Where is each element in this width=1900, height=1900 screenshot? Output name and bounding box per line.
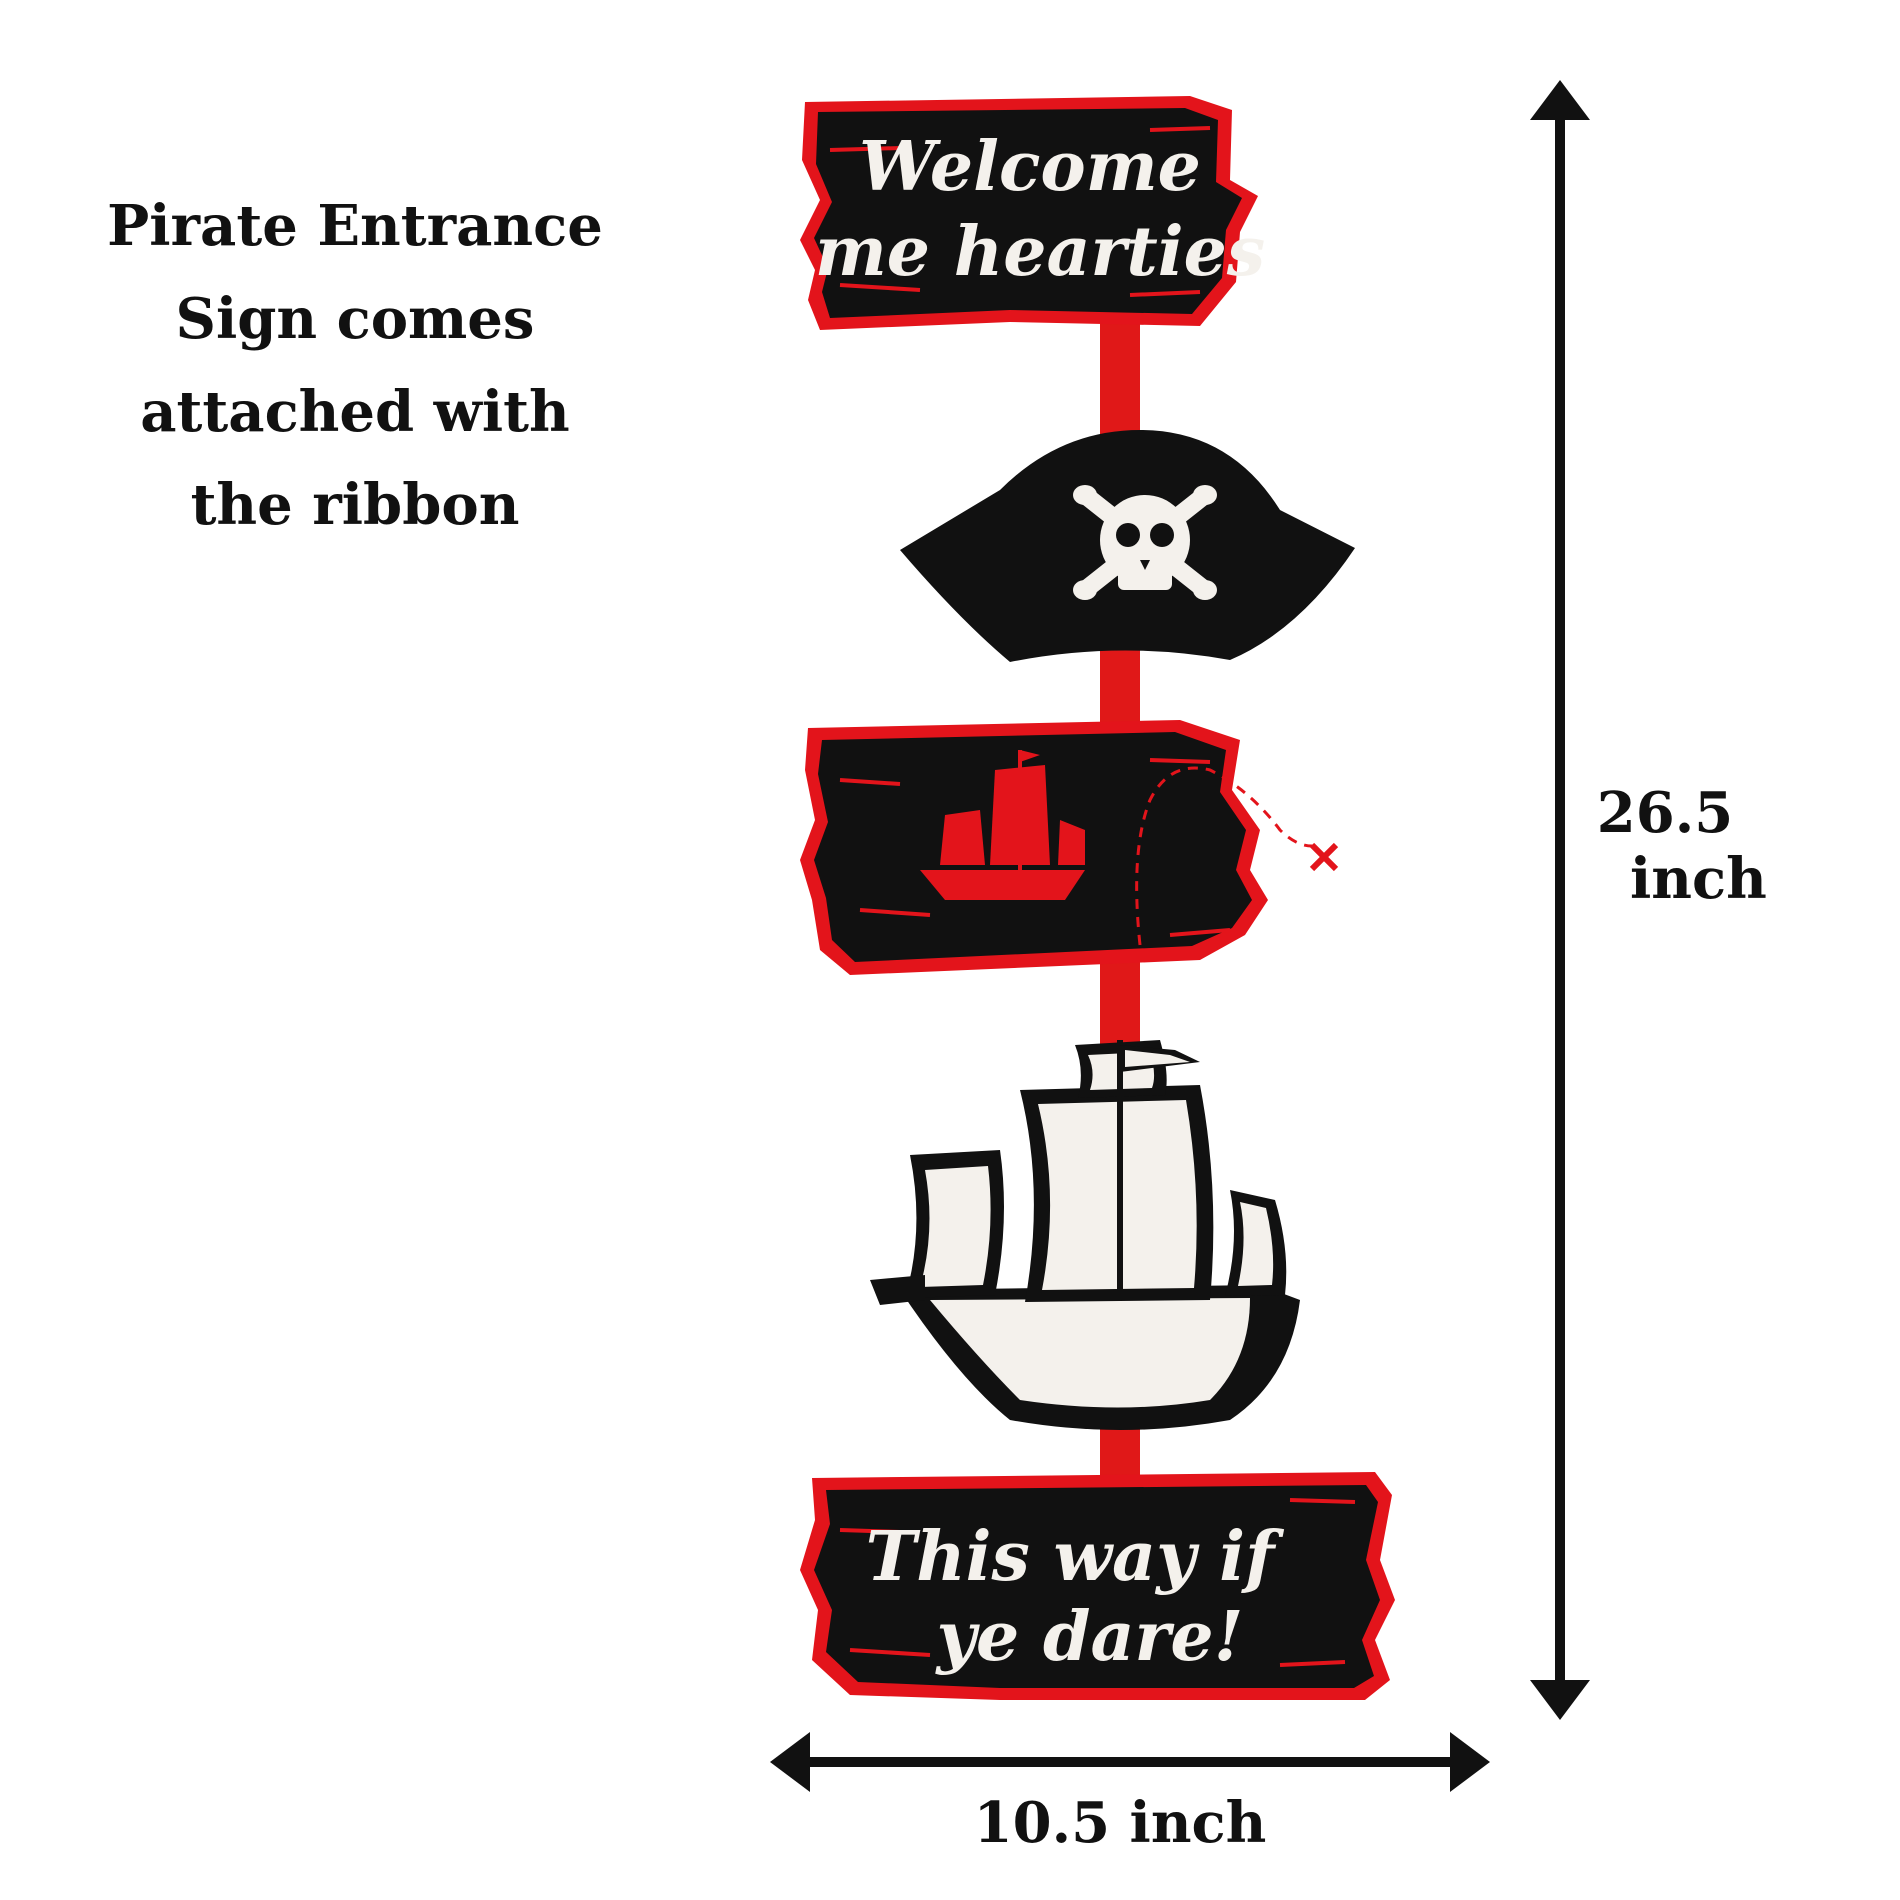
bottom-board: This way if ye dare! bbox=[800, 1472, 1395, 1700]
width-label: 10.5 inch bbox=[973, 1790, 1267, 1856]
height-label: 26.5 inch bbox=[1590, 780, 1767, 912]
caption-line-3: attached with bbox=[140, 379, 570, 445]
height-double-arrow-icon bbox=[1530, 80, 1590, 1720]
bottom-board-line-2: ye dare! bbox=[935, 1597, 1244, 1677]
height-unit: inch bbox=[1630, 846, 1767, 912]
top-board-line-1: Welcome bbox=[859, 127, 1201, 207]
top-board: Welcome me hearties bbox=[800, 96, 1265, 330]
skull-crossbones-icon bbox=[1073, 485, 1217, 600]
treasure-map-x-icon bbox=[1309, 842, 1339, 872]
caption-line-4: the ribbon bbox=[190, 472, 520, 538]
product-caption: Pirate Entrance Sign comes attached with… bbox=[75, 180, 635, 552]
height-value: 26.5 bbox=[1596, 780, 1734, 846]
width-double-arrow-icon bbox=[770, 1732, 1490, 1792]
middle-board bbox=[800, 720, 1339, 975]
red-ship-icon bbox=[920, 750, 1085, 900]
caption-line-1: Pirate Entrance bbox=[107, 193, 603, 259]
caption-line-2: Sign comes bbox=[175, 286, 535, 352]
top-board-line-2: me hearties bbox=[815, 212, 1265, 292]
bottom-board-line-1: This way if bbox=[866, 1517, 1284, 1597]
pirate-hat-icon bbox=[900, 430, 1355, 662]
white-ship-icon bbox=[870, 1040, 1300, 1430]
